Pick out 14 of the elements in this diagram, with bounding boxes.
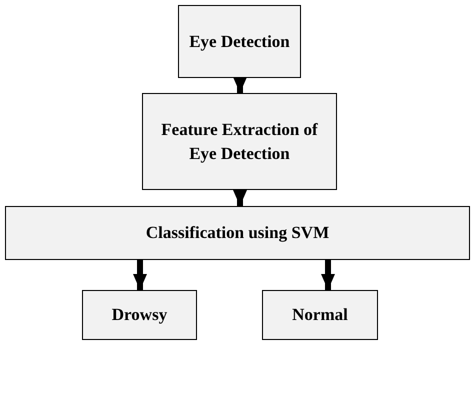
arrow — [133, 260, 147, 290]
arrow — [321, 260, 335, 290]
arrow — [233, 77, 247, 93]
box-label: Normal — [292, 304, 348, 326]
process-box — [5, 206, 470, 260]
process-box — [262, 290, 378, 340]
box-label: Eye Detection — [189, 30, 290, 53]
box-label: Feature Extraction of Eye Detection — [160, 118, 319, 165]
arrow — [233, 190, 247, 206]
box-label: Drowsy — [112, 304, 168, 326]
process-box — [142, 93, 337, 190]
box-label: Classification using SVM — [146, 222, 330, 244]
process-box — [178, 5, 301, 78]
process-box — [82, 290, 197, 340]
